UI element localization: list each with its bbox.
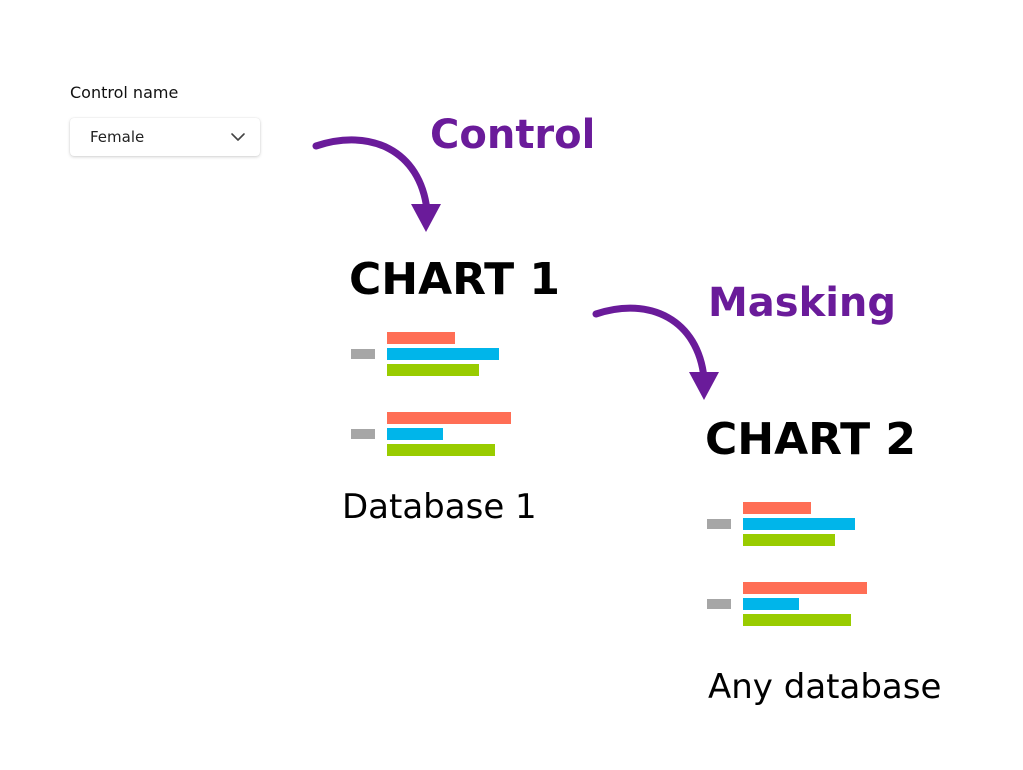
chart-marks [351,332,867,626]
chart-1-category-marker [351,349,375,359]
chart-2-bar [743,502,811,514]
chart-1-bar [387,444,495,456]
control-dropdown[interactable]: Female [70,118,260,156]
masking-arrow-head [689,372,719,400]
chart-1-title: CHART 1 [349,254,561,305]
chart-1-bar [387,332,455,344]
chart-2-bar [743,518,855,530]
chart-2-bar [743,614,851,626]
masking-annotation: Masking [708,280,897,326]
chart-2-category-marker [707,519,731,529]
chart-2-database-label: Any database [708,667,942,707]
control-arrow-head [411,204,441,232]
chart-2-bar [743,598,799,610]
chart-1-database-label: Database 1 [342,487,537,527]
dropdown-selected-value: Female [90,128,145,146]
chart-2-title: CHART 2 [705,414,917,465]
chart-1-bar [387,364,479,376]
control-arrow [312,136,431,214]
chart-2-bar [743,534,835,546]
chevron-down-icon [231,133,245,141]
chart-1-bar [387,348,499,360]
control-annotation: Control [430,112,596,158]
masking-arrow [592,304,708,382]
chart-1-bar [387,428,443,440]
control-name-label: Control name [70,83,179,102]
chart-1-category-marker [351,429,375,439]
chart-2-bar [743,582,867,594]
chart-2-category-marker [707,599,731,609]
chart-1-bar [387,412,511,424]
